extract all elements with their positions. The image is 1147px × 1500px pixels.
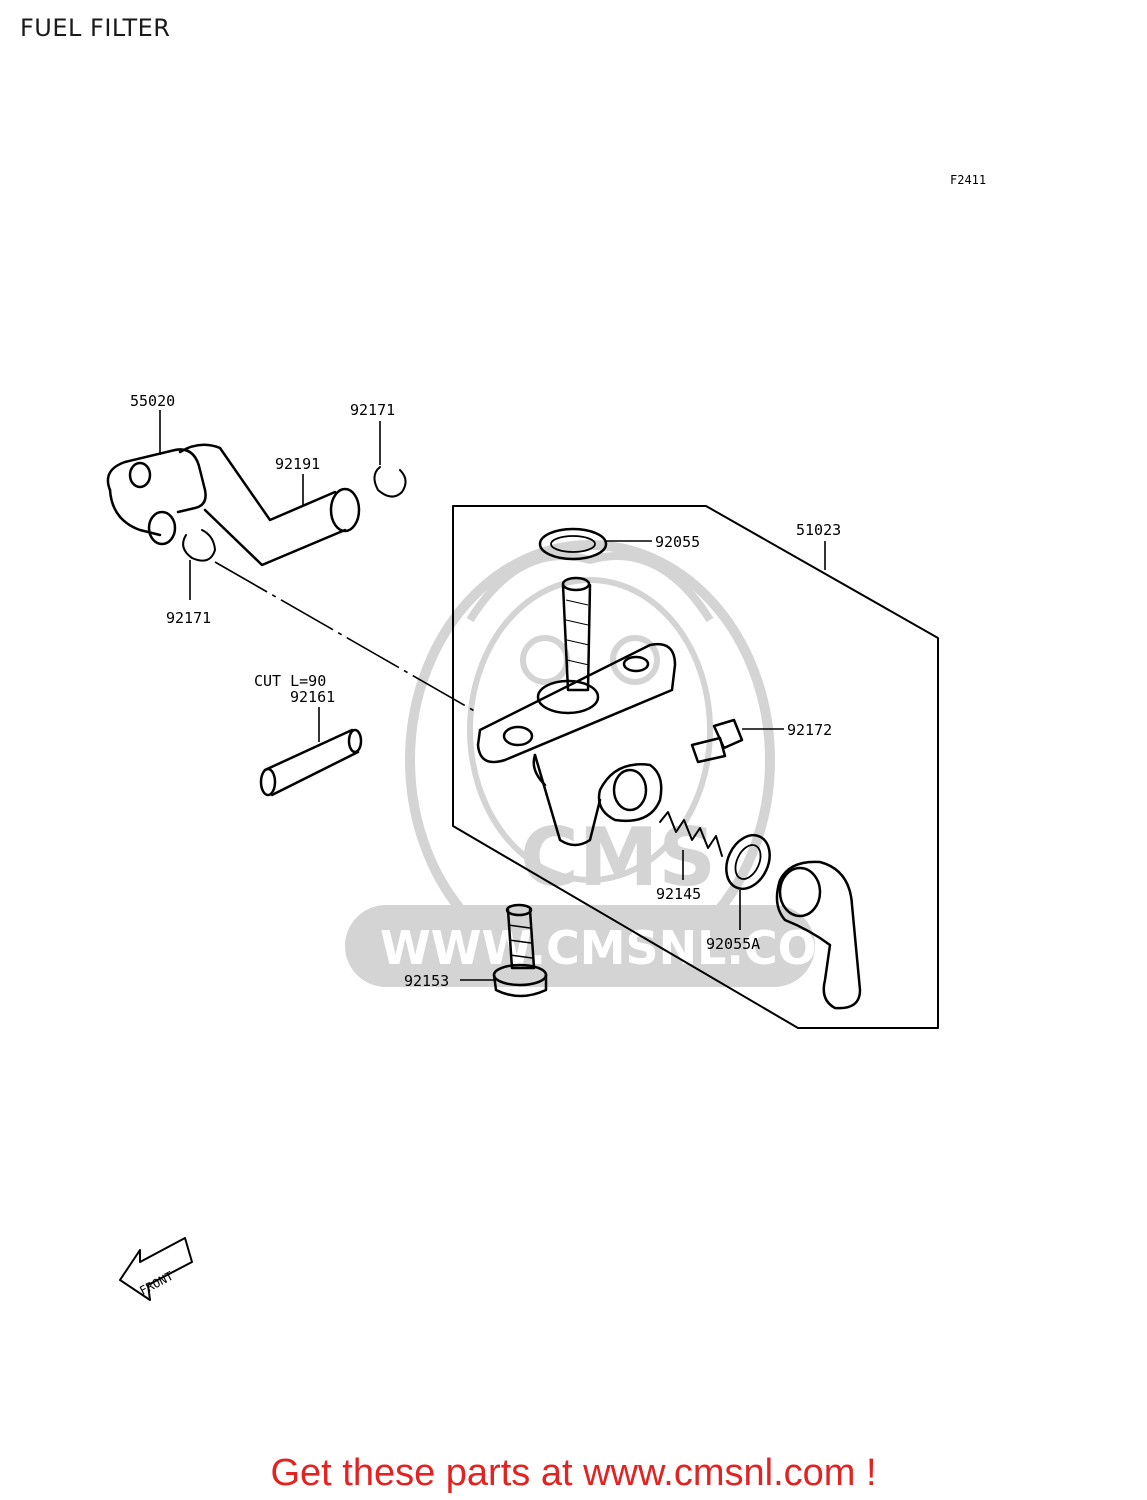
label-cut-length: CUT L=90	[254, 672, 326, 690]
label-92171-lower: 92171	[166, 609, 211, 627]
leader-lines	[159, 410, 826, 981]
connection-line	[214, 561, 479, 714]
label-92191: 92191	[275, 455, 320, 473]
label-92171-upper: 92171	[350, 401, 395, 419]
watermark-url: WWW.CMSNL.COM	[380, 921, 863, 975]
assembly-outline	[452, 505, 939, 1029]
pipe-92161	[259, 728, 363, 797]
fuel-tap-body	[476, 642, 677, 847]
screw-92172	[690, 718, 744, 764]
lever-knob	[775, 860, 862, 1010]
label-92172: 92172	[787, 721, 832, 739]
label-51023: 51023	[796, 521, 841, 539]
hose-92191	[178, 443, 361, 567]
spring-92145	[659, 811, 723, 857]
page-title: FUEL FILTER	[20, 14, 171, 42]
clip-92171-upper	[373, 466, 407, 498]
label-92055A: 92055A	[706, 935, 760, 953]
footer-promo-link[interactable]: Get these parts at www.cmsnl.com !	[270, 1452, 877, 1494]
label-92161: 92161	[290, 688, 335, 706]
front-arrow: FRONT	[119, 1237, 193, 1301]
label-55020: 55020	[130, 392, 175, 410]
o-ring-92055	[538, 527, 608, 561]
filter-screen	[561, 576, 592, 692]
bolt-92153	[492, 903, 548, 998]
label-92153: 92153	[404, 972, 449, 990]
label-92055: 92055	[655, 533, 700, 551]
o-ring-92055A	[725, 834, 771, 890]
watermark-logo: CMS WWW.CMSNL.COM	[345, 540, 863, 987]
hose-55020	[106, 448, 207, 546]
diagram-code: F2411	[950, 173, 986, 187]
label-92145: 92145	[656, 885, 701, 903]
clip-92171-lower	[182, 529, 216, 562]
front-label: FRONT	[137, 1269, 175, 1298]
